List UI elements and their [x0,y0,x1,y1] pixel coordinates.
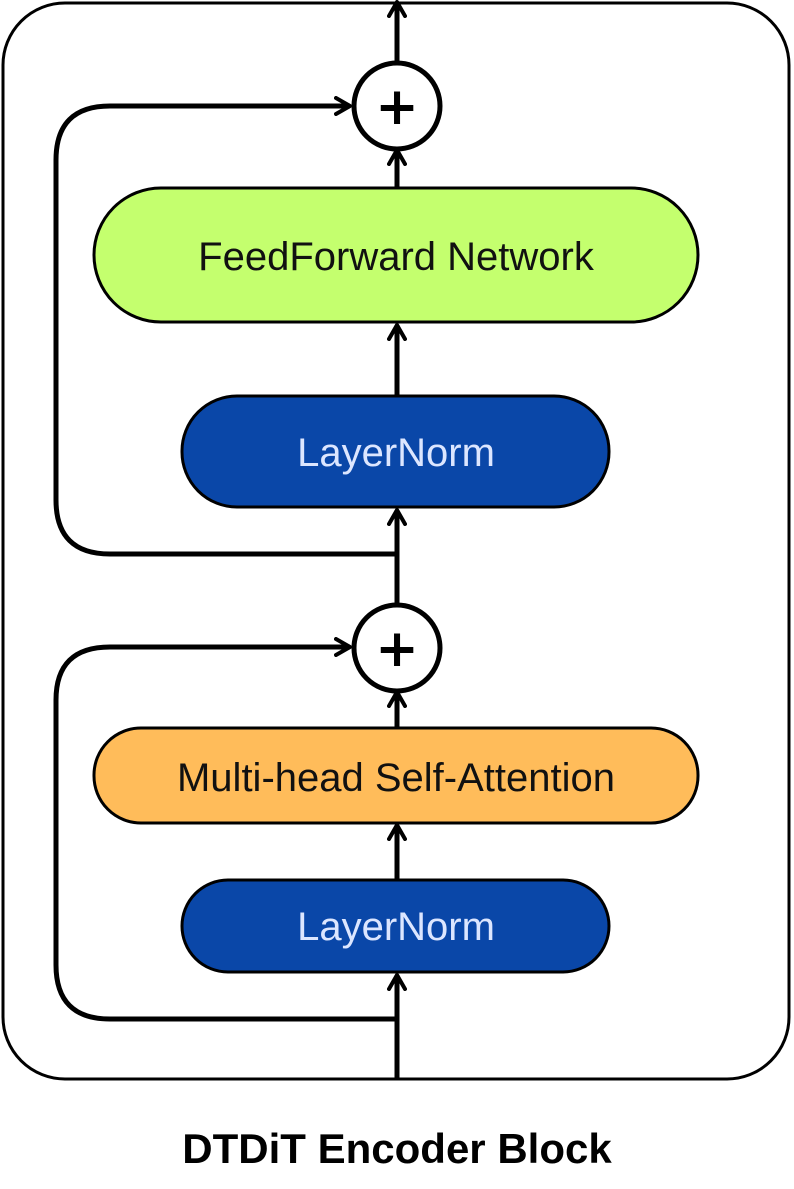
add-node-top: + [351,60,443,152]
diagram-caption: DTDiT Encoder Block [182,1125,612,1172]
ffn-label: FeedForward Network [198,235,595,279]
residual-connection-bottom [53,637,397,1022]
mhsa-label: Multi-head Self-Attention [177,756,615,800]
residual-connection-top [53,96,397,557]
ffn-block: FeedForward Network [92,186,700,324]
mhsa-block: Multi-head Self-Attention [92,726,700,825]
layernorm-top-block: LayerNorm [180,394,611,509]
plus-icon: + [375,77,419,137]
layernorm-bottom-block: LayerNorm [180,878,611,974]
plus-icon: + [375,619,419,679]
layernorm-top-label: LayerNorm [297,431,495,475]
add-node-bottom: + [351,602,443,694]
layernorm-bottom-label: LayerNorm [297,905,495,949]
